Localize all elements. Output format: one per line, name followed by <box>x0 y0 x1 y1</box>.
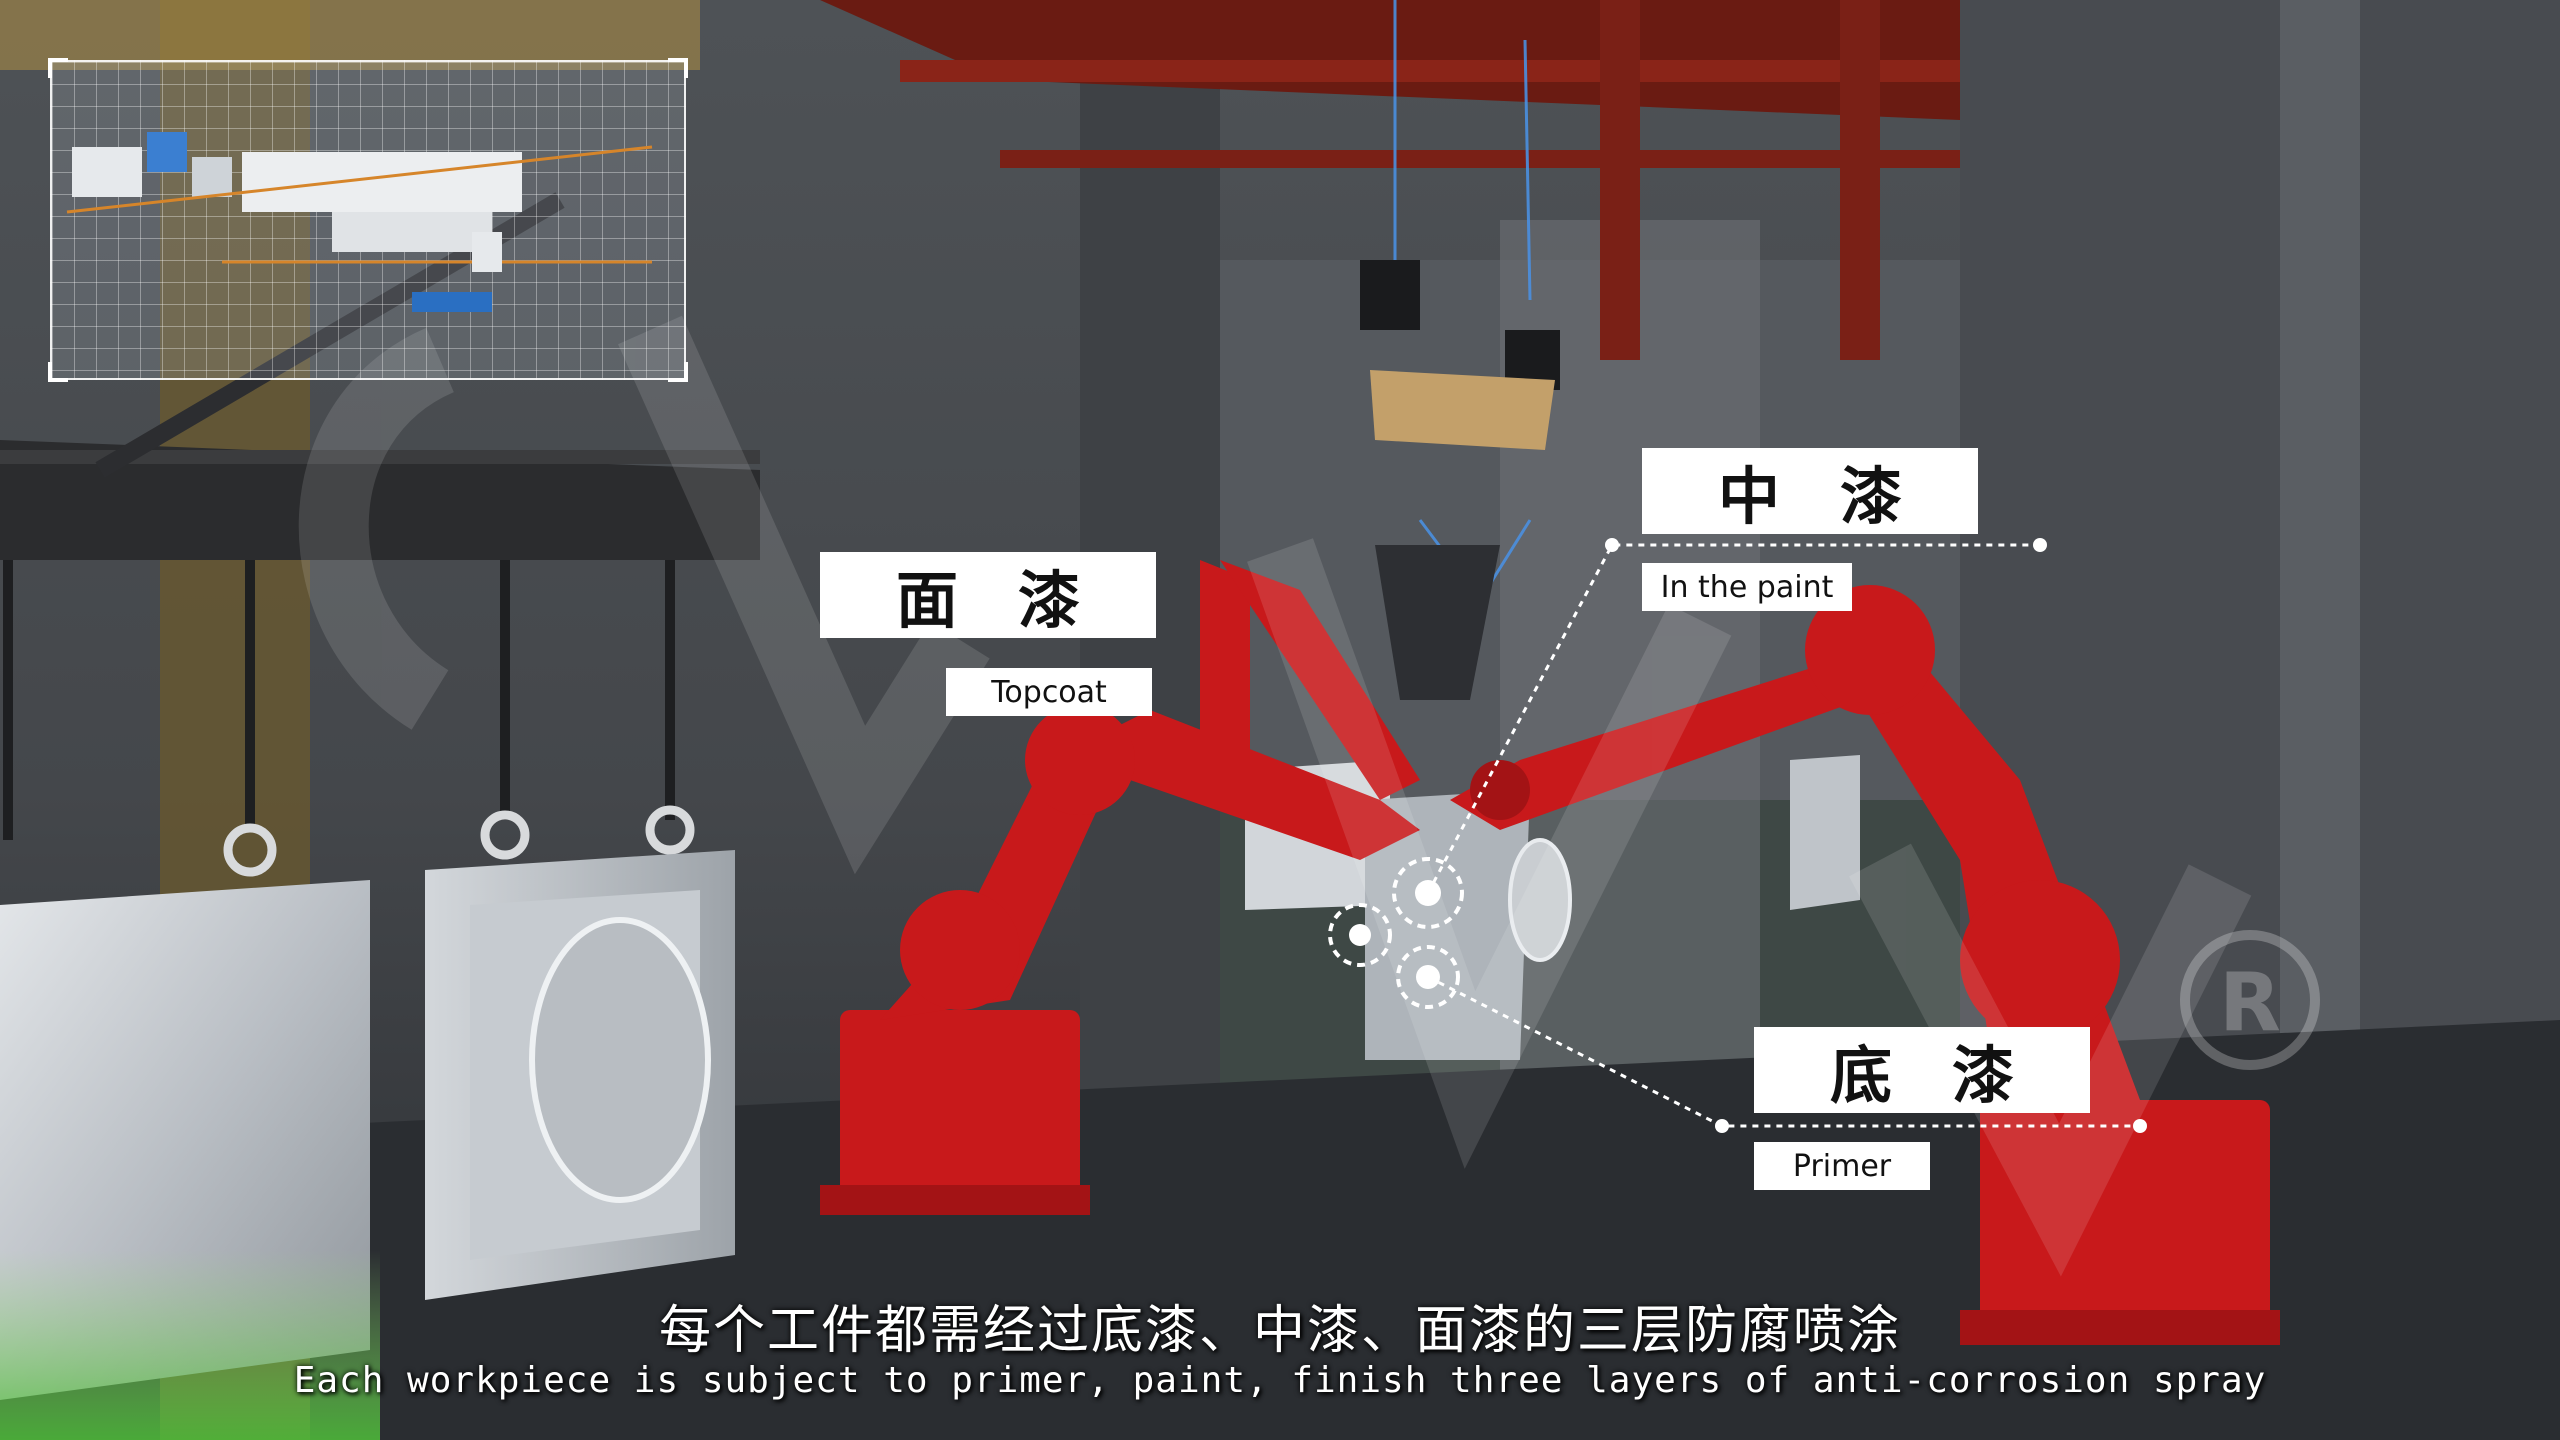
paint-label-cn: 中漆 <box>1642 448 1978 534</box>
svg-text:R: R <box>2219 956 2281 1049</box>
paint-label-en: In the paint <box>1642 563 1852 611</box>
topcoat-label-en: Topcoat <box>946 668 1152 716</box>
spray-target-paint <box>1328 903 1392 967</box>
primer-label-en: Primer <box>1754 1142 1930 1190</box>
subtitle-chinese: 每个工件都需经过底漆、中漆、面漆的三层防腐喷涂 <box>658 1301 1901 1361</box>
topcoat-label-cn: 面漆 <box>820 552 1156 638</box>
primer-label-cn: 底漆 <box>1754 1027 2090 1113</box>
minimap <box>48 58 688 382</box>
subtitle-english: Each workpiece is subject to primer, pai… <box>293 1360 2267 1401</box>
minimap-layout <box>66 132 653 312</box>
registered-trademark-icon: R <box>2180 930 2320 1070</box>
